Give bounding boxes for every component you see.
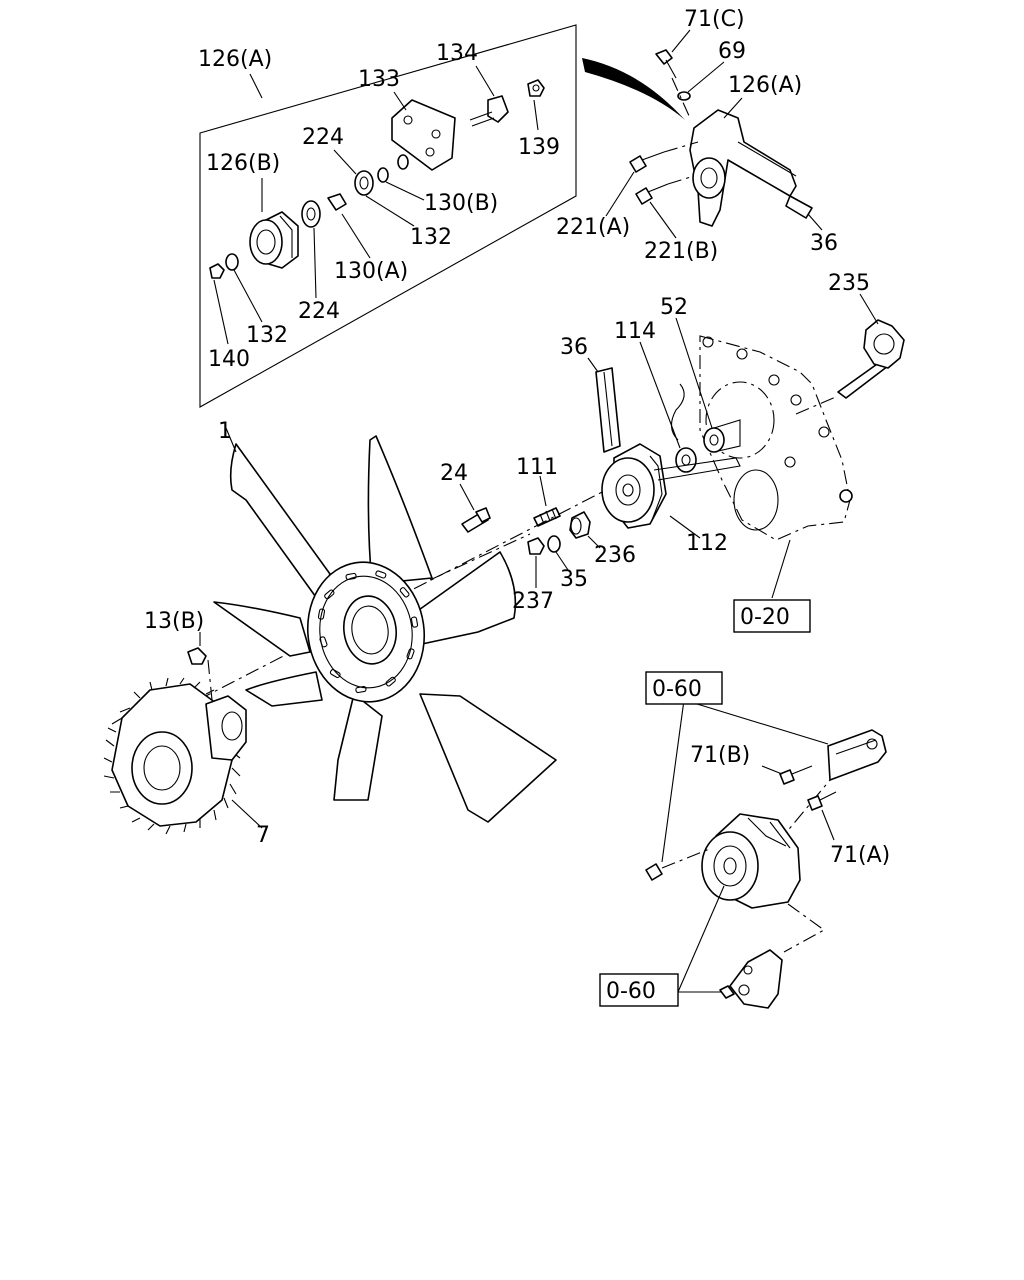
nut-140 <box>209 263 225 279</box>
label-69: 69 <box>718 39 746 64</box>
label-126a-inset: 126(A) <box>198 47 272 72</box>
nut-139 <box>527 79 545 97</box>
part-52 <box>703 419 741 453</box>
washer-130b <box>377 154 409 183</box>
bolt-alt-lower <box>645 847 713 881</box>
label-7: 7 <box>256 823 270 848</box>
bracket-133 <box>391 99 456 171</box>
label-71b: 71(B) <box>690 743 750 768</box>
callout-arrow <box>582 58 685 120</box>
tensioner-inset <box>199 24 685 408</box>
impeller-235 <box>795 293 905 415</box>
washer-35 <box>547 535 569 571</box>
tensioner-assembly <box>605 29 823 239</box>
bolt-130a <box>327 193 347 211</box>
ref-box-0-20 <box>733 599 811 633</box>
ref-0-20: 0-20 <box>740 605 790 630</box>
label-132-lower: 132 <box>246 323 288 348</box>
label-224-upper: 224 <box>302 125 344 150</box>
label-36-middle: 36 <box>560 335 588 360</box>
label-36-upper: 36 <box>810 231 838 256</box>
label-237: 237 <box>512 589 554 614</box>
label-130b: 130(B) <box>424 191 498 216</box>
fan-clutch-7 <box>103 677 263 835</box>
ref-0-60-top: 0-60 <box>652 677 702 702</box>
label-133: 133 <box>358 67 400 92</box>
bearing-224-lower <box>301 200 321 228</box>
nut-237 <box>527 537 545 588</box>
label-71a: 71(A) <box>830 843 890 868</box>
alternator-assembly <box>645 699 887 1009</box>
bolt-221b <box>635 183 669 205</box>
stud-111 <box>533 475 561 527</box>
bolt-axis <box>429 533 531 581</box>
label-13b: 13(B) <box>144 609 204 634</box>
label-236: 236 <box>594 543 636 568</box>
label-112: 112 <box>686 531 728 556</box>
label-126b: 126(B) <box>206 151 280 176</box>
label-132-upper: 132 <box>410 225 452 250</box>
label-52: 52 <box>660 295 688 320</box>
pulley-126b <box>249 211 299 269</box>
bolt-71a <box>807 791 837 841</box>
spacer-236 <box>569 511 601 549</box>
fan-pulley-112 <box>601 443 741 539</box>
label-221b: 221(B) <box>644 239 718 264</box>
ref-0-60-bottom: 0-60 <box>606 979 656 1004</box>
ref-box-0-60-top <box>645 671 723 705</box>
bolt-71c <box>655 49 677 79</box>
belt-36 <box>587 357 621 453</box>
label-134: 134 <box>436 41 478 66</box>
label-111: 111 <box>516 455 558 480</box>
label-35: 35 <box>560 567 588 592</box>
washer-132-lower <box>225 253 239 271</box>
nut-13b <box>187 632 213 701</box>
inset-frame <box>199 24 577 408</box>
label-235: 235 <box>828 271 870 296</box>
label-139: 139 <box>518 135 560 160</box>
part-114 <box>675 447 697 473</box>
label-24: 24 <box>440 461 468 486</box>
bolt-221a <box>629 151 665 173</box>
label-221a: 221(A) <box>556 215 630 240</box>
bolt-71b <box>779 765 813 785</box>
label-1: 1 <box>218 419 232 444</box>
label-224-lower: 224 <box>298 299 340 324</box>
label-114: 114 <box>614 319 656 344</box>
bolt-alt-mount <box>719 985 735 999</box>
label-140: 140 <box>208 347 250 372</box>
bearing-224-upper <box>354 170 374 196</box>
label-130a: 130(A) <box>334 259 408 284</box>
label-71c: 71(C) <box>684 7 745 32</box>
fan-1 <box>213 427 557 823</box>
front-cover <box>670 335 853 599</box>
stud-134 <box>469 95 509 127</box>
ref-box-0-60-bottom <box>599 973 679 1007</box>
label-126a: 126(A) <box>728 73 802 98</box>
bolt-24 <box>459 483 491 533</box>
